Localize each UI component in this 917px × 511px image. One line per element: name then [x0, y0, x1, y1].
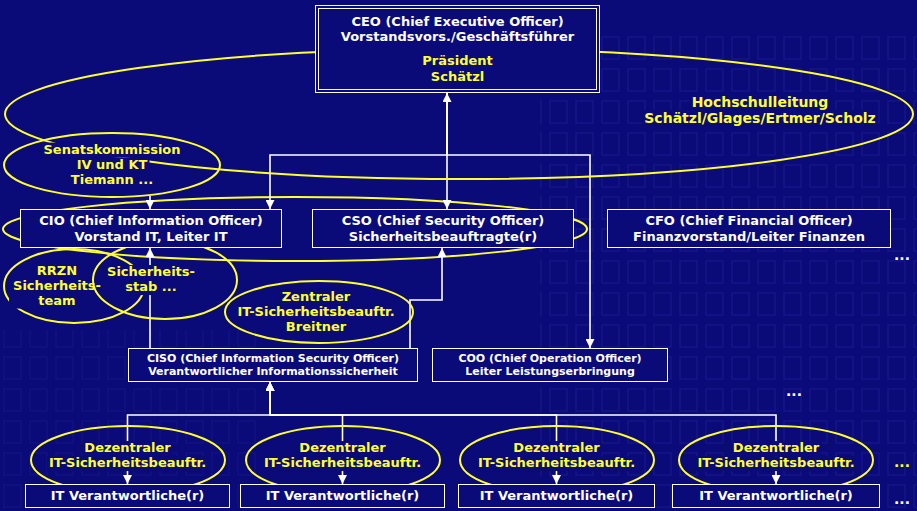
- role-title: IT Verantwortliche(r): [480, 488, 634, 504]
- role-title: CSO (Chief Security Officer): [342, 213, 545, 229]
- role-title: CEO (Chief Executive Officer): [351, 14, 563, 30]
- group-label: Breitner: [284, 319, 348, 334]
- group-label-block: DezentralerIT-Sicherheitsbeauftr.: [47, 441, 208, 471]
- role-title: IT Verantwortliche(r): [51, 488, 205, 504]
- role-title: IT Verantwortliche(r): [699, 488, 853, 504]
- group-label: IT-Sicherheitsbeauftr.: [262, 456, 423, 471]
- role-description: Sicherheitsbeauftragte(r): [349, 229, 537, 245]
- role-box: IT Verantwortliche(r): [240, 484, 445, 508]
- group-label: Sicherheits- stab ...: [103, 265, 199, 295]
- group-label: Zentraler: [280, 290, 353, 305]
- group-ellipse: SenatskommissionIV und KTTiemann ...: [3, 132, 221, 198]
- group-label-block: RRZNSicherheits- team: [9, 264, 105, 309]
- role-box: CISO (Chief Information Security Officer…: [128, 348, 418, 382]
- group-label-block: HochschulleitungSchätzl/Glages/Ertmer/Sc…: [642, 94, 877, 126]
- role-description: Verantwortlicher Informationssicherheit: [148, 365, 398, 378]
- role-description: Vorstand IT, Leiter IT: [74, 229, 227, 245]
- role-title: CIO (Chief Information Officer): [39, 213, 262, 229]
- role-title: CFO (Chief Financial Officer): [645, 213, 852, 229]
- role-title: COO (Chief Operation Officer): [458, 352, 641, 365]
- group-label: IT-Sicherheitsbeauftr.: [235, 305, 396, 320]
- group-ellipse: Sicherheits- stab ...: [92, 240, 238, 320]
- reporting-arrow: [149, 196, 151, 209]
- group-label-block: DezentralerIT-Sicherheitsbeauftr.: [262, 441, 423, 471]
- group-label: Schätzl/Glages/Ertmer/Scholz: [642, 110, 877, 126]
- group-label-block: Sicherheits- stab ...: [103, 265, 199, 295]
- ellipse-outline: [4, 133, 220, 197]
- role-title: IT Verantwortliche(r): [266, 488, 420, 504]
- group-label: IT-Sicherheitsbeauftr.: [476, 456, 637, 471]
- group-label-block: DezentralerIT-Sicherheitsbeauftr.: [695, 441, 856, 471]
- role-box: CFO (Chief Financial Officer)Finanzvorst…: [607, 209, 891, 248]
- group-label: RRZN: [35, 264, 79, 279]
- group-label: Senatskommission: [41, 143, 182, 158]
- group-label: Sicherheits- team: [9, 279, 105, 309]
- ellipse-outline: [225, 281, 413, 343]
- group-ellipse: [3, 197, 587, 261]
- ellipsis-label: ...: [786, 384, 802, 399]
- group-label: Dezentraler: [731, 441, 821, 456]
- group-label: IT-Sicherheitsbeauftr.: [47, 456, 208, 471]
- role-box: COO (Chief Operation Officer)Leiter Leis…: [432, 348, 668, 382]
- role-description: Leiter Leistungserbringung: [465, 365, 635, 378]
- ellipsis-label: ...: [894, 492, 910, 507]
- reporting-arrow: [410, 248, 442, 348]
- role-description: Vorstandsvors./Geschäftsführer: [341, 29, 574, 45]
- ellipse-outline: [5, 49, 913, 179]
- role-box: IT Verantwortliche(r): [458, 484, 655, 508]
- group-label-block: ZentralerIT-Sicherheitsbeauftr.Breitner: [235, 290, 396, 335]
- reporting-arrow: [270, 93, 447, 209]
- building-photo: [540, 30, 917, 511]
- role-box: IT Verantwortliche(r): [25, 484, 230, 508]
- group-label-block: DezentralerIT-Sicherheitsbeauftr.: [476, 441, 637, 471]
- role-title: CISO (Chief Information Security Officer…: [147, 352, 399, 365]
- person-name: Schätzl: [431, 69, 484, 85]
- role-box: CEO (Chief Executive Officer)Vorstandsvo…: [315, 5, 600, 93]
- group-label: Dezentraler: [82, 441, 172, 456]
- group-label: IT-Sicherheitsbeauftr.: [695, 456, 856, 471]
- group-label: Hochschulleitung: [690, 94, 831, 110]
- group-label: Tiemann ...: [69, 172, 155, 187]
- reporting-arrow: [149, 248, 151, 348]
- ellipse-outline: [93, 241, 237, 319]
- role-box: CIO (Chief Information Officer)Vorstand …: [20, 209, 282, 248]
- role-description: Finanzvorstand/Leiter Finanzen: [633, 229, 865, 245]
- ellipsis-label: ...: [894, 455, 910, 470]
- person-name: Präsident: [422, 53, 493, 69]
- role-box: IT Verantwortliche(r): [672, 484, 880, 508]
- group-label: Dezentraler: [511, 441, 601, 456]
- group-label: IV und KT: [75, 158, 150, 173]
- group-label: Dezentraler: [297, 441, 387, 456]
- group-ellipse: ZentralerIT-Sicherheitsbeauftr.Breitner: [224, 280, 414, 344]
- group-label-block: SenatskommissionIV und KTTiemann ...: [41, 143, 182, 188]
- ellipsis-label: ...: [894, 248, 910, 263]
- role-box: CSO (Chief Security Officer)Sicherheitsb…: [312, 209, 574, 248]
